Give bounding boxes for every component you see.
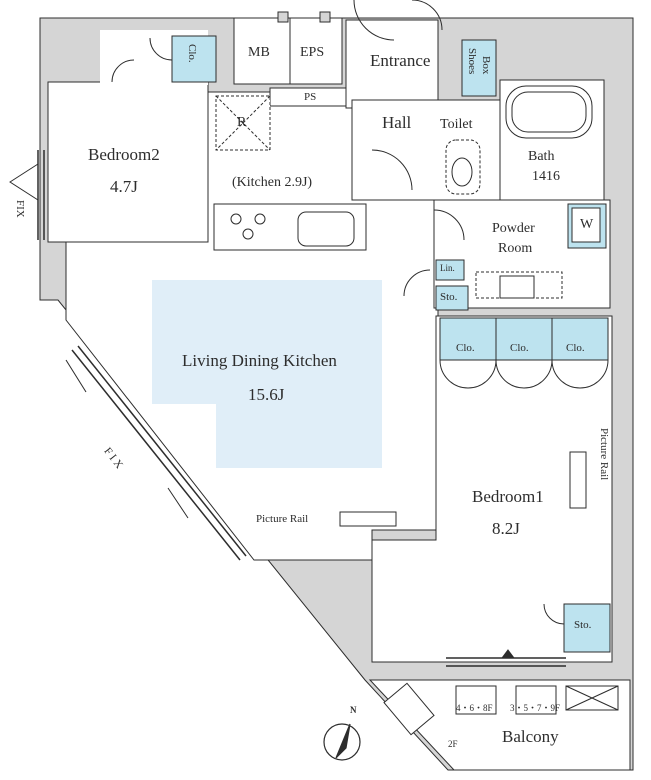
balcony-floor-2f: 2F [448, 739, 458, 749]
clo-3-label: Clo. [566, 342, 585, 354]
north-label: N [350, 705, 357, 715]
picture-rail-bedroom1-label: Picture Rail [598, 428, 610, 481]
balcony-label: Balcony [502, 727, 559, 746]
picture-rails [339, 390, 613, 527]
kitchen-counter [213, 95, 367, 251]
toilet-label: Toilet [440, 117, 473, 132]
clo-bedroom2-label: Clo. [186, 44, 198, 63]
shoes-box-label-2: Box [480, 56, 492, 75]
ldk-size: 15.6J [248, 385, 285, 404]
lin-label: Lin. [440, 263, 455, 273]
fixtures [445, 85, 601, 299]
shoes-box-label-1: Shoes [466, 48, 478, 75]
sto-bedroom1-label: Sto. [574, 619, 592, 631]
ldk-highlight [152, 280, 382, 468]
powder-room-line1: Powder [492, 221, 535, 236]
entrance-label: Entrance [370, 51, 431, 70]
balcony-floors-2: 3・5・7・9F [510, 703, 561, 713]
ldk-name: Living Dining Kitchen [182, 351, 337, 370]
bedroom1-name: Bedroom1 [472, 487, 544, 506]
north-compass [323, 723, 361, 761]
door-swings [9, 0, 609, 625]
bedroom1-size: 8.2J [492, 519, 520, 538]
storage-areas [171, 35, 611, 653]
balcony-floors-1: 4・6・8F [456, 703, 493, 713]
washer-label: W [580, 217, 594, 232]
bedroom2-size: 4.7J [110, 177, 138, 196]
bath-size: 1416 [532, 169, 560, 184]
clo-2-label: Clo. [510, 342, 529, 354]
powder-room-line2: Room [498, 241, 533, 256]
ps-label: PS [304, 91, 317, 103]
eps-label: EPS [300, 45, 325, 60]
shafts [233, 11, 347, 107]
balcony-items [383, 649, 619, 736]
kitchen-label: (Kitchen 2.9J) [232, 175, 313, 190]
clo-1-label: Clo. [456, 342, 475, 354]
mb-label: MB [248, 45, 270, 60]
fridge-label: R [237, 115, 247, 130]
bath-name: Bath [528, 149, 555, 164]
picture-rail-ldk-label: Picture Rail [256, 513, 309, 525]
bedroom2-name: Bedroom2 [88, 145, 160, 164]
hall-label: Hall [382, 113, 412, 132]
sto-powder-label: Sto. [440, 291, 458, 303]
fix-left-label: FIX [14, 200, 26, 218]
